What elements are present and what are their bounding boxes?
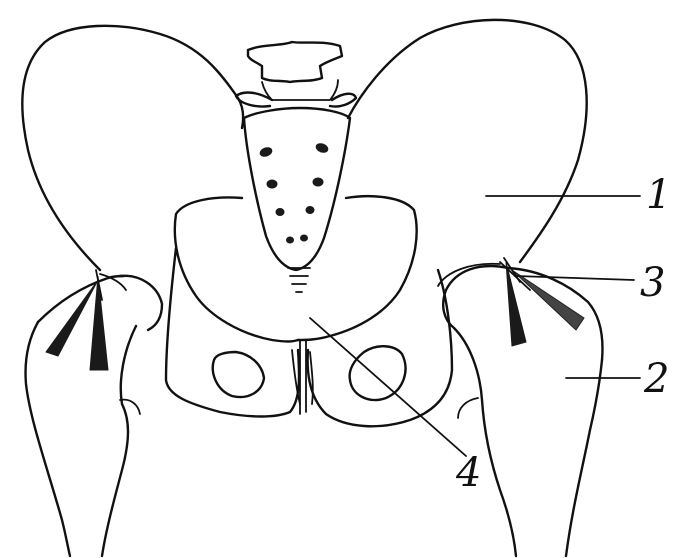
- label-4: 4: [455, 450, 481, 496]
- left-pubis: [166, 248, 299, 417]
- left-hip-ligaments: [46, 270, 126, 370]
- right-ilium: [348, 20, 587, 262]
- right-femoral-head: [443, 266, 508, 328]
- vertebra-body: [262, 80, 338, 100]
- left-femur-neck: [38, 276, 124, 322]
- left-femur: [26, 322, 71, 556]
- right-femur-medial: [454, 328, 516, 556]
- label-2: 2: [643, 356, 669, 402]
- right-lesser-trochanter: [458, 398, 478, 418]
- sacral-foramina: [259, 142, 329, 243]
- label-3: 3: [640, 260, 665, 306]
- coccyx: [288, 268, 310, 292]
- right-pubis: [308, 270, 452, 426]
- leader-line-3: [516, 276, 634, 280]
- leader-line-4: [310, 318, 466, 456]
- right-obturator-foramen: [350, 346, 406, 400]
- sacrum: [244, 108, 350, 270]
- left-obturator-foramen: [213, 352, 264, 397]
- lumbar-vertebra: [248, 42, 342, 82]
- pelvic-brim-right: [298, 196, 417, 340]
- left-ilium: [22, 26, 243, 270]
- right-hip-ligaments: [500, 258, 584, 346]
- pubic-symphysis: [300, 340, 306, 414]
- label-1: 1: [646, 172, 671, 218]
- right-femur: [566, 360, 602, 556]
- left-femoral-head: [120, 276, 162, 330]
- pelvic-brim: [175, 198, 298, 342]
